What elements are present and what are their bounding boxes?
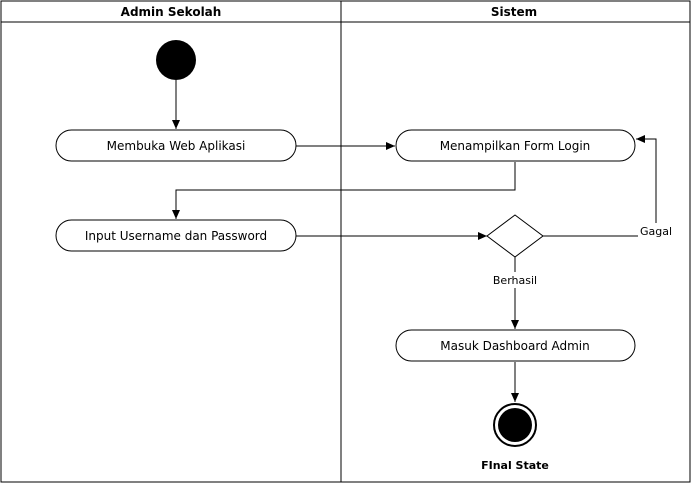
activity-input-login: Input Username dan Password	[55, 219, 297, 252]
start-node	[156, 40, 196, 80]
final-node	[493, 403, 537, 447]
activity-input-login-label: Input Username dan Password	[85, 229, 267, 243]
lane-title-sistem: Sistem	[491, 5, 537, 19]
edge-label-berhasil: Berhasil	[493, 274, 537, 287]
decision-node	[486, 214, 544, 258]
activity-masuk-dashboard: Masuk Dashboard Admin	[395, 329, 636, 362]
edge-gagal-to-form	[543, 135, 657, 237]
edge-form-to-input	[172, 162, 516, 219]
activity-membuka-web: Membuka Web Aplikasi	[55, 129, 297, 162]
activity-tampil-form-label: Menampilkan Form Login	[440, 139, 591, 153]
activity-tampil-form: Menampilkan Form Login	[395, 129, 636, 162]
lane-title-admin: Admin Sekolah	[121, 5, 222, 19]
edge-label-gagal: Gagal	[640, 225, 672, 238]
activity-membuka-web-label: Membuka Web Aplikasi	[107, 139, 246, 153]
final-state-label: FInal State	[481, 459, 549, 472]
activity-masuk-dashboard-label: Masuk Dashboard Admin	[440, 339, 590, 353]
edges	[172, 80, 657, 402]
